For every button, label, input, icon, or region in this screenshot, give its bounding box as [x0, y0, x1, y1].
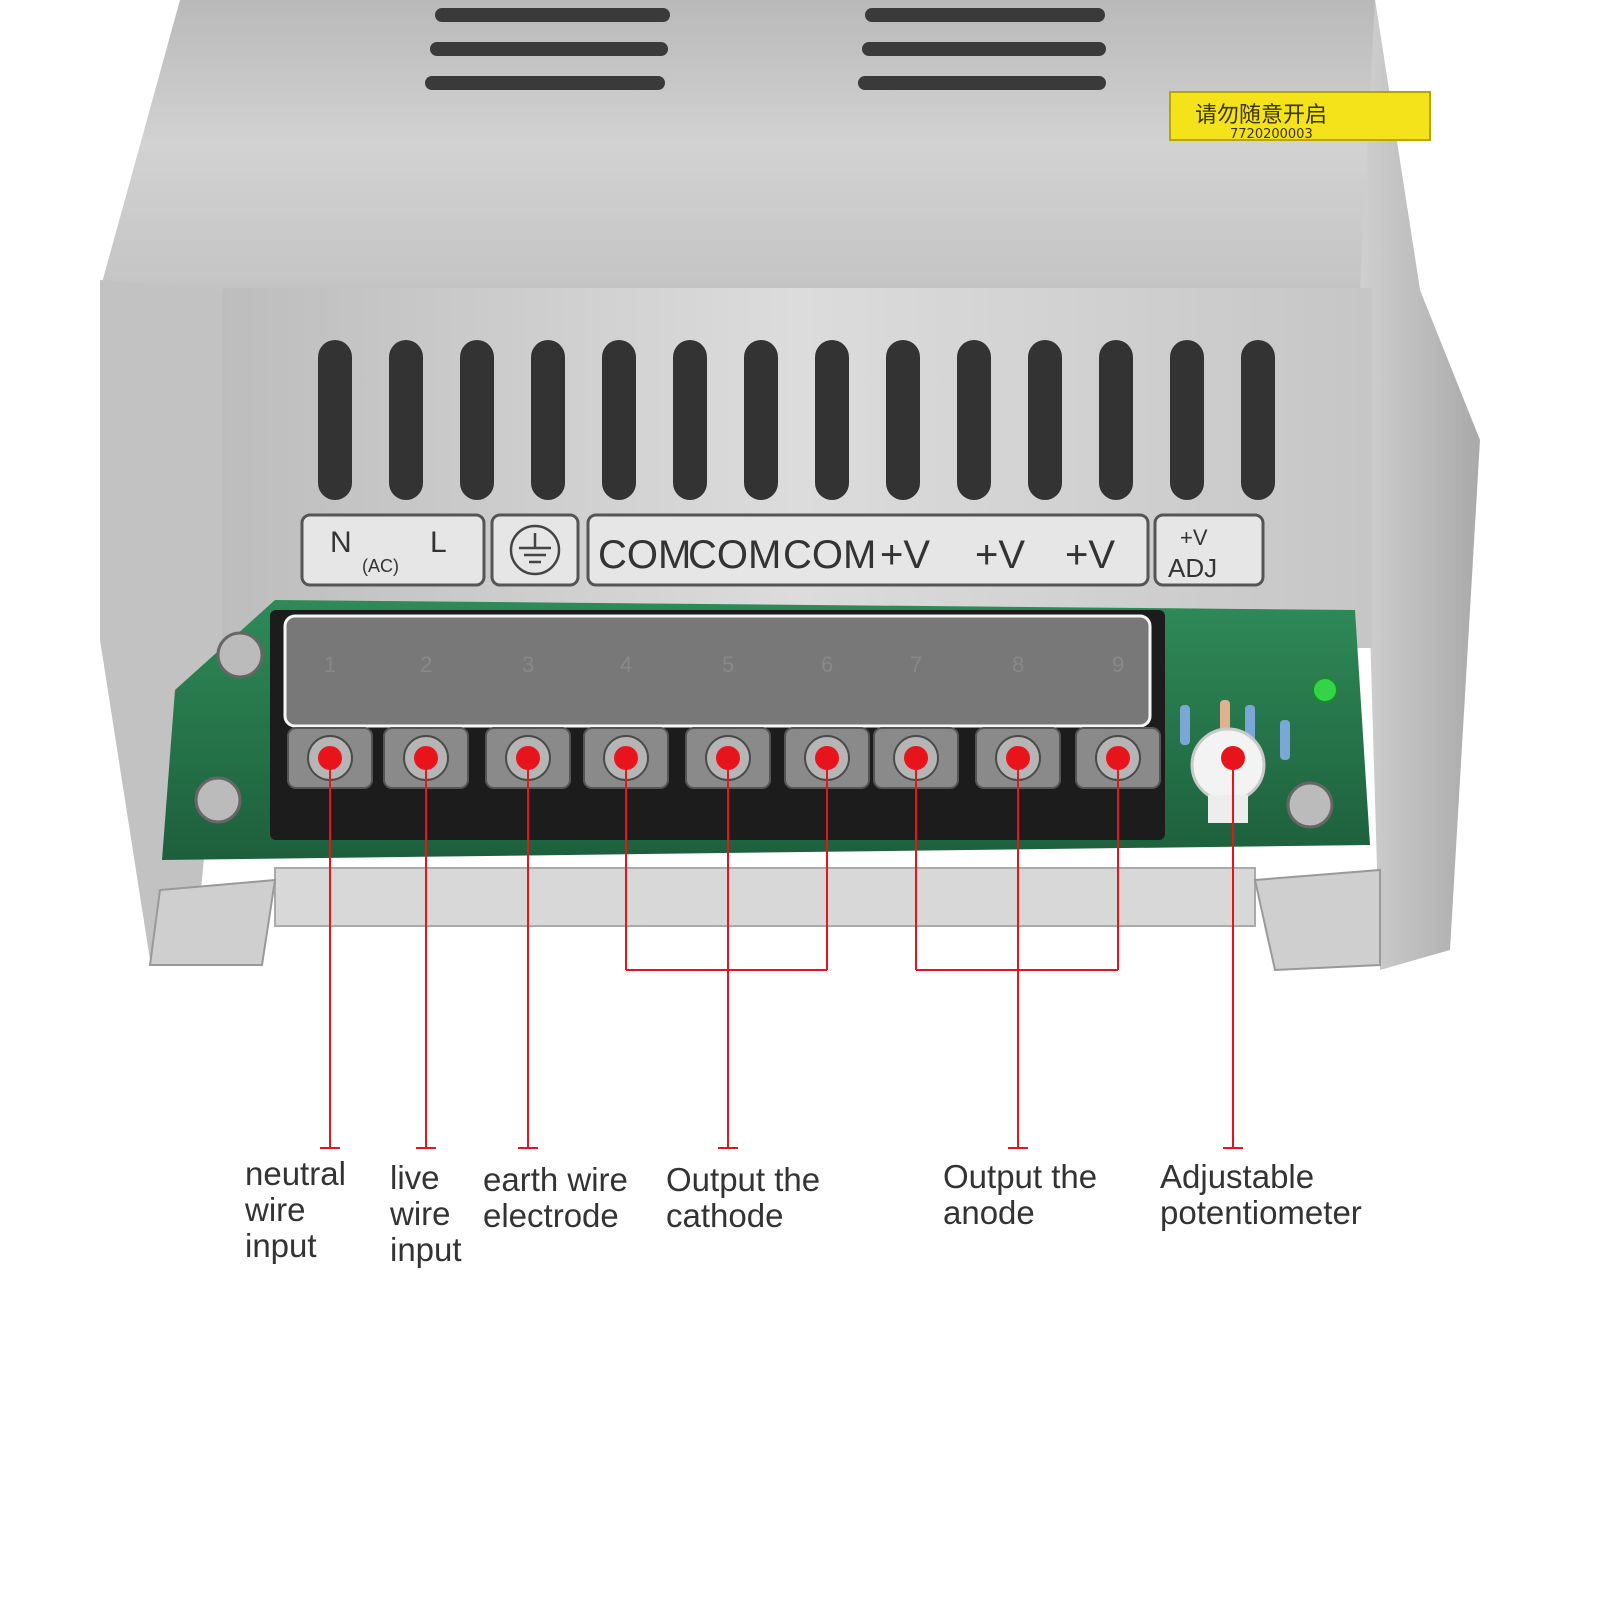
- terminal-number: 6: [821, 652, 833, 677]
- vent-slot: [531, 340, 565, 500]
- label-panel-outputs: [586, 513, 1150, 587]
- label-output-2: COM: [688, 533, 781, 577]
- terminal-number: 1: [324, 652, 336, 677]
- terminal-dot-cathode: [614, 746, 638, 770]
- label-output-4: +V: [880, 533, 930, 577]
- vent-slot: [957, 340, 991, 500]
- terminal-dot-anode: [1106, 746, 1130, 770]
- terminal-numbers: 1 2 3 4 5 6 7 8 9: [324, 652, 1124, 677]
- label-panel-earth: [490, 513, 580, 587]
- screw-icon: [194, 776, 242, 824]
- callout-earth-wire-electrode: earth wire electrode: [483, 1161, 628, 1234]
- vent-slot: [460, 340, 494, 500]
- earth-ground-icon: [509, 524, 561, 576]
- led-indicator-icon: [1312, 677, 1338, 703]
- mount-bracket-right: [1253, 868, 1381, 972]
- callout-live-wire-input: live wire input: [390, 1159, 462, 1268]
- label-ac-l: L: [430, 526, 447, 559]
- terminal-dot-anode: [1006, 746, 1030, 770]
- terminal-number: 3: [522, 652, 534, 677]
- callout-output-cathode: Output the cathode: [666, 1161, 821, 1234]
- callout-adjustable-potentiometer: Adjustable potentiometer: [1160, 1158, 1362, 1231]
- label-panel-adj: [1153, 513, 1265, 587]
- callout-leaders: [318, 746, 1245, 1149]
- vent-slot: [1241, 340, 1275, 500]
- label-output-1: COM: [598, 533, 691, 577]
- screw-icon: [216, 631, 264, 679]
- vent-slot: [1170, 340, 1204, 500]
- callout-output-anode: Output the anode: [943, 1158, 1098, 1231]
- warning-sticker-code: 7720200003: [1230, 127, 1313, 142]
- label-adj-bottom: ADJ: [1168, 553, 1217, 583]
- vent-slot: [1028, 340, 1062, 500]
- label-output-6: +V: [1065, 533, 1115, 577]
- terminal-number: 9: [1112, 652, 1124, 677]
- chassis-top: [100, 0, 1420, 290]
- warning-sticker-text: 请勿随意开启: [1195, 103, 1327, 128]
- screw-icon: [1286, 781, 1334, 829]
- label-ac-sub: (AC): [362, 556, 399, 576]
- vent-slot: [886, 340, 920, 500]
- chassis-right-side: [1360, 0, 1480, 970]
- terminal-number: 7: [910, 652, 922, 677]
- terminal-dot-cathode: [815, 746, 839, 770]
- top-vents: [425, 8, 1106, 90]
- label-panel-ac: [300, 513, 486, 587]
- terminal-number: 5: [722, 652, 734, 677]
- terminal-number: 8: [1012, 652, 1024, 677]
- terminal-cover: [283, 614, 1152, 728]
- vent-slot: [1099, 340, 1133, 500]
- terminal-dot-earth: [516, 746, 540, 770]
- heatsink-bar: [274, 867, 1256, 927]
- warning-sticker: 请勿随意开启 7720200003: [1169, 91, 1431, 142]
- terminal-dot-potentiometer: [1221, 746, 1245, 770]
- terminal-dot-neutral: [318, 746, 342, 770]
- terminal-block: 1 2 3 4 5 6 7 8 9: [270, 610, 1266, 840]
- vent-slot: [815, 340, 849, 500]
- label-ac-n: N: [330, 526, 352, 559]
- terminal-number: 2: [420, 652, 432, 677]
- label-output-3: COM: [783, 533, 876, 577]
- mount-bracket-left: [148, 878, 277, 966]
- vent-slot: [318, 340, 352, 500]
- callout-neutral-wire-input: neutral wire input: [245, 1155, 346, 1264]
- label-output-5: +V: [975, 533, 1025, 577]
- terminal-dot-anode: [904, 746, 928, 770]
- vent-slot: [673, 340, 707, 500]
- vent-slot: [602, 340, 636, 500]
- label-adj-top: +V: [1180, 525, 1208, 550]
- vent-slot: [389, 340, 423, 500]
- terminal-dot-cathode: [716, 746, 740, 770]
- front-vents: [318, 340, 1275, 500]
- vent-slot: [744, 340, 778, 500]
- terminal-number: 4: [620, 652, 632, 677]
- terminal-dot-live: [414, 746, 438, 770]
